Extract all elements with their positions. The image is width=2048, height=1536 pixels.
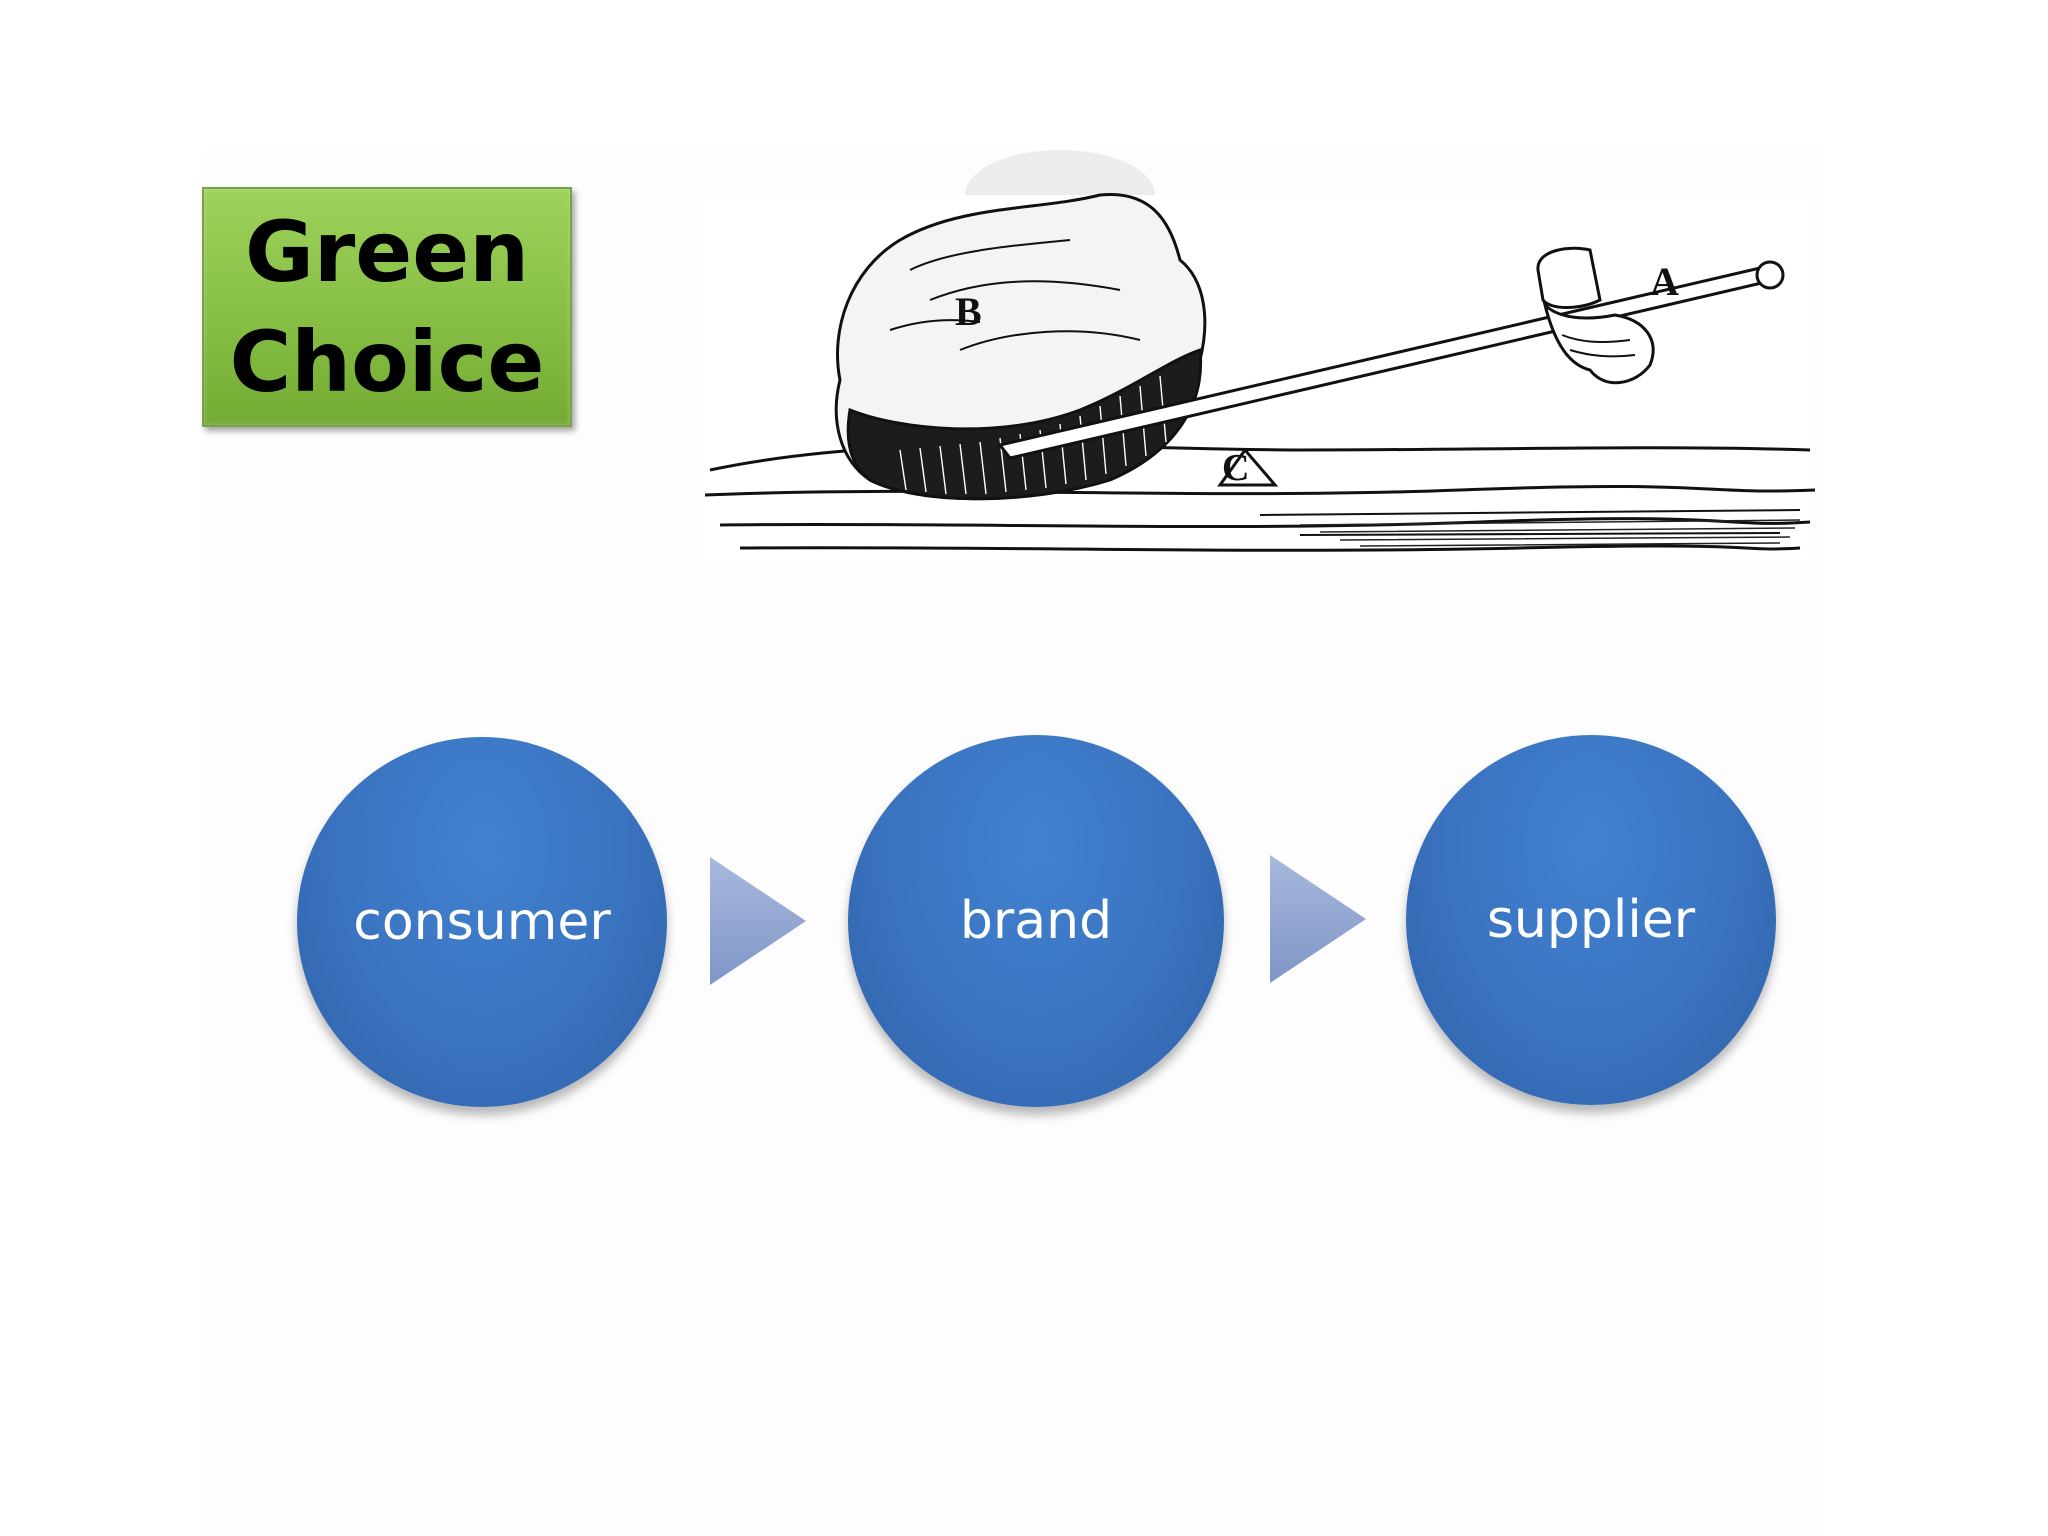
lever-illustration: B A C [700, 150, 1820, 570]
label-a: A [1650, 259, 1679, 304]
fulcrum [1217, 447, 1279, 487]
arrow-right-icon [708, 855, 808, 987]
arrow-shape [710, 857, 806, 985]
sleeve [1536, 246, 1602, 309]
lever-knob [1755, 260, 1785, 290]
arrow-shape [1270, 855, 1366, 983]
label-c: C [1222, 447, 1249, 489]
circle-label-consumer: consumer [353, 892, 611, 952]
slide-title: Green Choice [229, 203, 545, 411]
circle-label-supplier: supplier [1486, 890, 1696, 950]
hand [1536, 246, 1655, 385]
circle-label-brand: brand [959, 891, 1113, 951]
ground-shading [1299, 519, 1801, 547]
circle-brand: brand [848, 735, 1224, 1107]
fingers [1542, 300, 1655, 385]
circle-supplier: supplier [1406, 735, 1776, 1105]
circle-consumer: consumer [297, 737, 667, 1107]
label-b: B [955, 289, 982, 334]
title-box: Green Choice [202, 187, 572, 427]
arrow-right-icon [1268, 853, 1368, 985]
